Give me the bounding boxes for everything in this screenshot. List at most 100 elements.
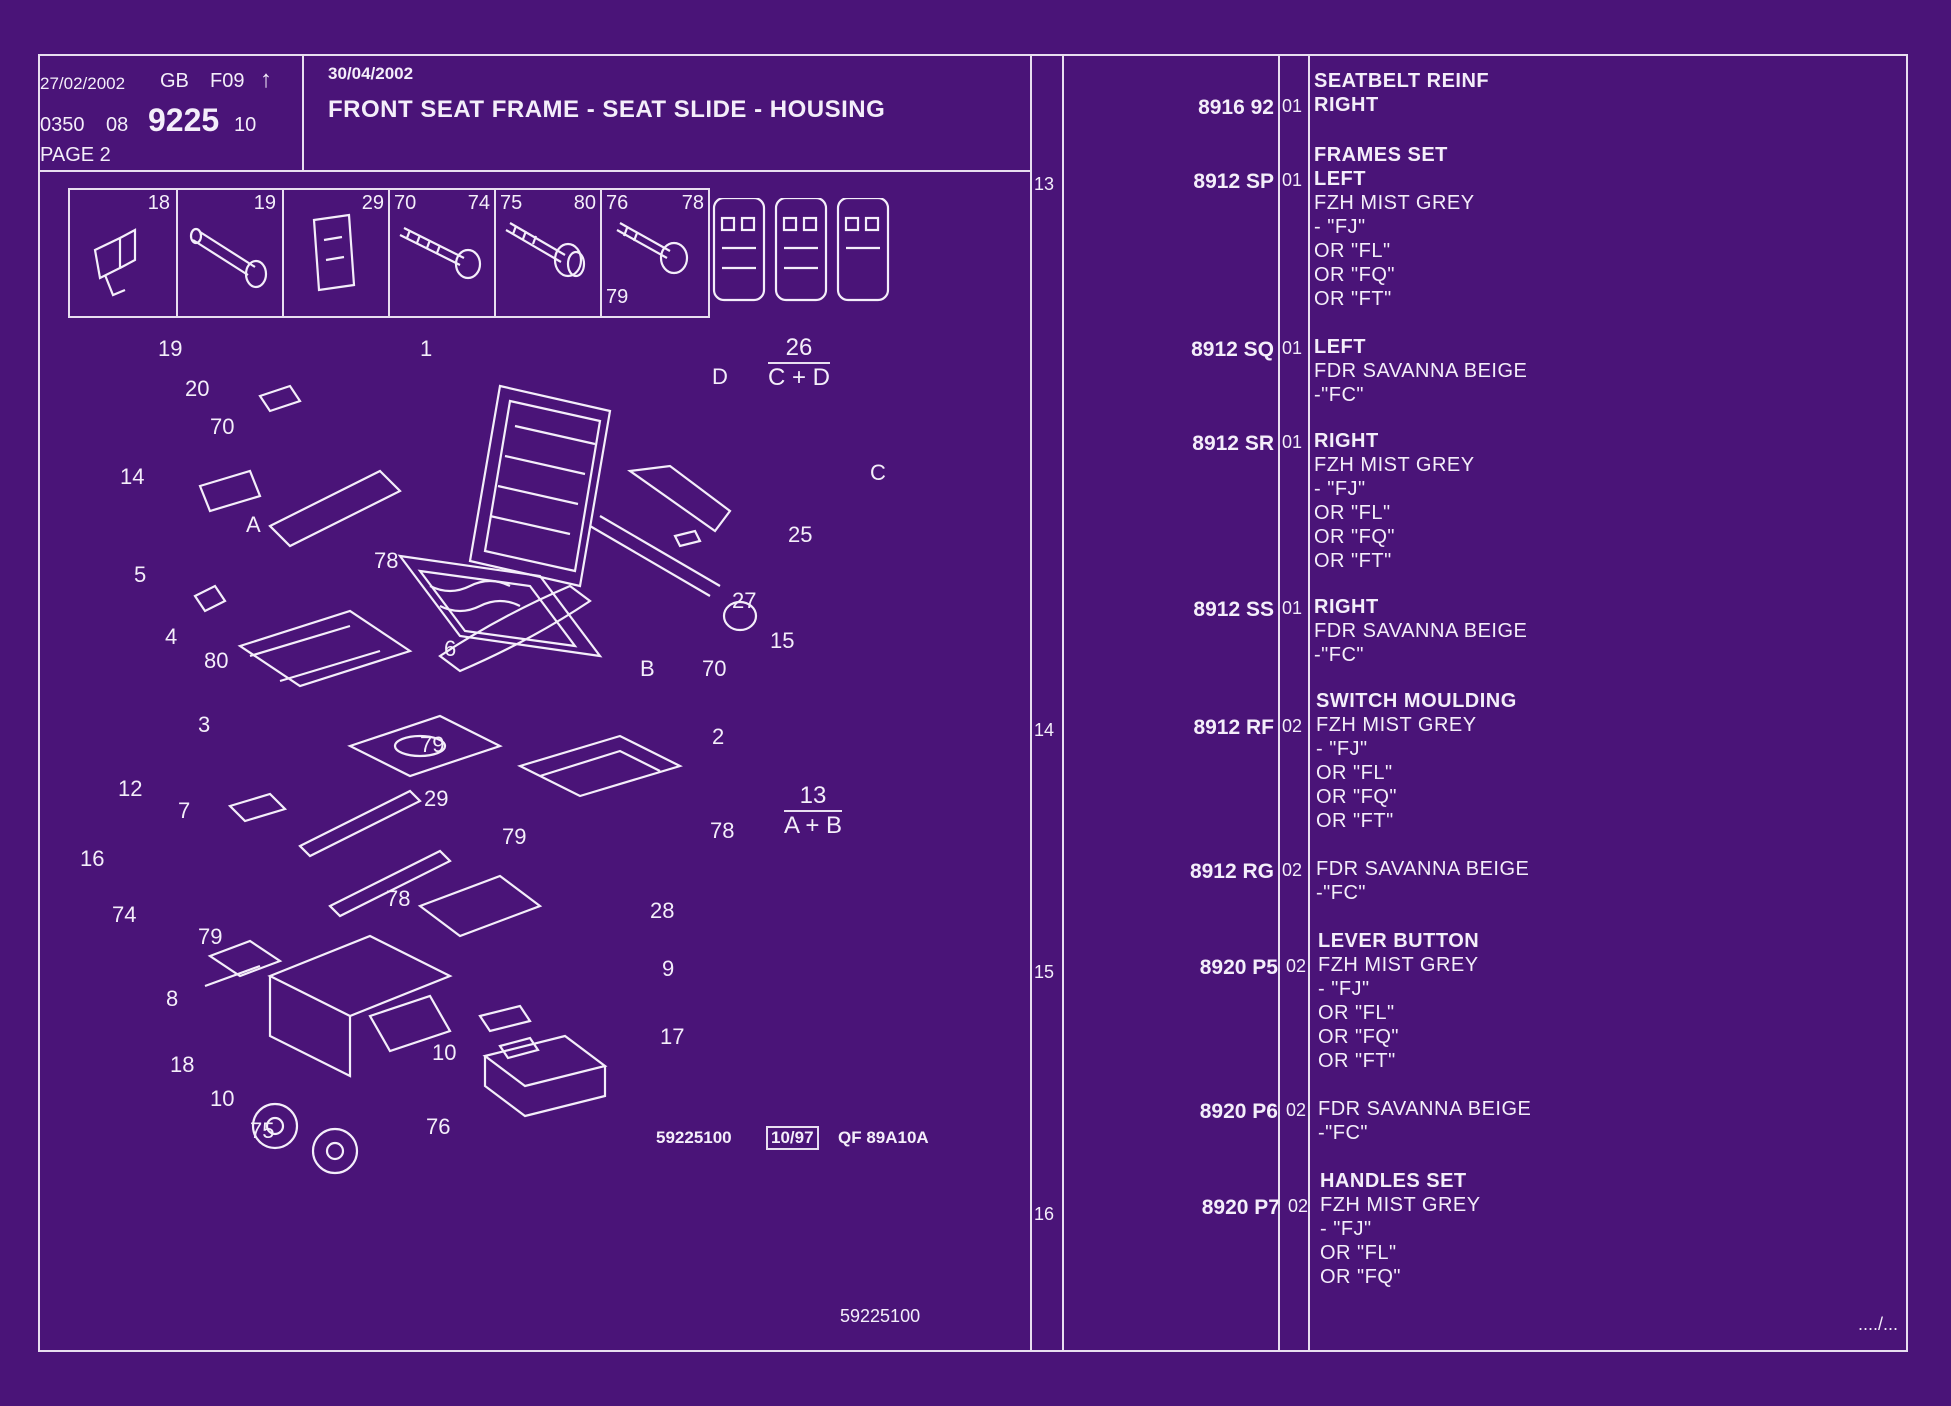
continued-marker: ..../... [1858,1314,1899,1334]
part-number: 8912 SS [1193,598,1274,621]
col-sep-3 [1278,56,1280,1350]
header-code1: 0350 [40,114,85,136]
bolt-icon [505,222,586,278]
part-qty: 02 [1282,716,1303,736]
switch-panels-icon [712,198,890,302]
header-page: PAGE 2 [40,144,111,166]
callout: 6 [444,636,457,661]
part-qty: 02 [1286,1100,1307,1120]
thumb-76-78-79: 76 78 79 [600,188,710,318]
thumb-18: 18 [68,188,178,318]
callout: 78 [386,886,411,911]
callout: C [870,460,886,485]
callout: 18 [170,1052,195,1077]
col-sep-4 [1308,56,1310,1350]
callout: 70 [210,414,235,439]
callout: 78 [710,818,735,843]
header-date2: 30/04/2002 [328,64,414,83]
callout: 15 [770,628,795,653]
part-number: 8912 RF [1193,716,1274,739]
part-qty: 01 [1282,598,1303,618]
group-title: LEVER BUTTON [1318,930,1480,952]
thumb-19: 19 [176,188,284,318]
part-number: 8920 P7 [1201,1196,1280,1219]
part-number: 8912 RG [1189,860,1274,883]
col-sep-1 [1030,56,1032,1350]
callout: 79 [420,732,445,757]
callout: A [246,512,261,537]
callout: 10 [210,1086,235,1111]
callout: 79 [502,824,527,849]
callout: D [712,364,728,389]
part-number: 8916 92 [1198,96,1274,119]
drawing-date: 10/97 [766,1126,819,1150]
callout: 25 [788,522,813,547]
part-qty: 01 [1282,170,1303,190]
callout: 10 [432,1040,457,1065]
callout: 14 [120,464,145,489]
arrow-up-icon: ↑ [260,66,272,93]
callout: 20 [185,376,210,401]
pin-icon [189,227,268,289]
group-title: FRAMES SET [1314,144,1448,166]
part-number: 8920 P5 [1199,956,1278,979]
header-code2: 08 [106,114,129,136]
drawing-ref-bottom: 59225100 [840,1306,921,1326]
callout: 2 [712,724,725,749]
parts-sheet: 27/02/2002 GB F09 ↑ 0350 08 9225 10 PAGE… [38,54,1908,1352]
fraction-13: 13 A + B [784,782,843,839]
part-qty: 01 [1282,432,1303,452]
callout: 27 [732,588,757,613]
fraction-26: 26 C + D [768,334,831,391]
header-plate: 9225 [148,102,220,138]
callout: 12 [118,776,143,801]
clip-icon [93,228,137,297]
callout: 17 [660,1024,685,1049]
screw-icon [399,227,482,280]
part-qty: 02 [1282,860,1303,880]
header-vdivider [302,56,304,172]
callout: 75 [250,1118,275,1143]
callout: 76 [426,1114,451,1139]
group-title: SEATBELT REINF [1314,70,1490,92]
drawing-qf: QF 89A10A [838,1128,929,1147]
header-fcode: F09 [210,70,245,92]
part-qty: 02 [1288,1196,1309,1216]
callout: 79 [198,924,223,949]
header-lang: GB [160,70,189,92]
callout: 5 [134,562,147,587]
drawing-ref: 59225100 [656,1128,732,1147]
header-divider [40,170,1030,172]
page-title: FRONT SEAT FRAME - SEAT SLIDE - HOUSING [328,96,886,123]
callout: 19 [158,336,183,361]
group-title: SWITCH MOULDING [1316,690,1517,712]
part-qty: 01 [1282,96,1303,116]
figure-number: 14 [1034,720,1055,740]
part-qty: 02 [1286,956,1307,976]
callout: 29 [424,786,449,811]
thumb-29: 29 [282,188,390,318]
thumb-75-80: 75 80 [494,188,602,318]
header-date1: 27/02/2002 [40,74,126,93]
figure-number: 13 [1034,174,1055,194]
callout: 70 [702,656,727,681]
callout: 80 [204,648,229,673]
col-sep-2 [1062,56,1064,1350]
thumb-70-74: 70 74 [388,188,496,318]
callout: 16 [80,846,105,871]
callout: 1 [420,336,433,361]
header-code3: 10 [234,114,257,136]
stud-icon [616,222,689,275]
callout: 78 [374,548,399,573]
callout: 7 [178,798,191,823]
callout: 74 [112,902,137,927]
group-title: HANDLES SET [1320,1170,1467,1192]
callout: 8 [166,986,179,1011]
part-number: 8912 SR [1192,432,1274,455]
part-number: 8912 SP [1193,170,1274,193]
callout: 4 [165,624,178,649]
callout: 3 [198,712,211,737]
plate-icon [312,213,356,292]
part-qty: 01 [1282,338,1303,358]
callout: 28 [650,898,675,923]
